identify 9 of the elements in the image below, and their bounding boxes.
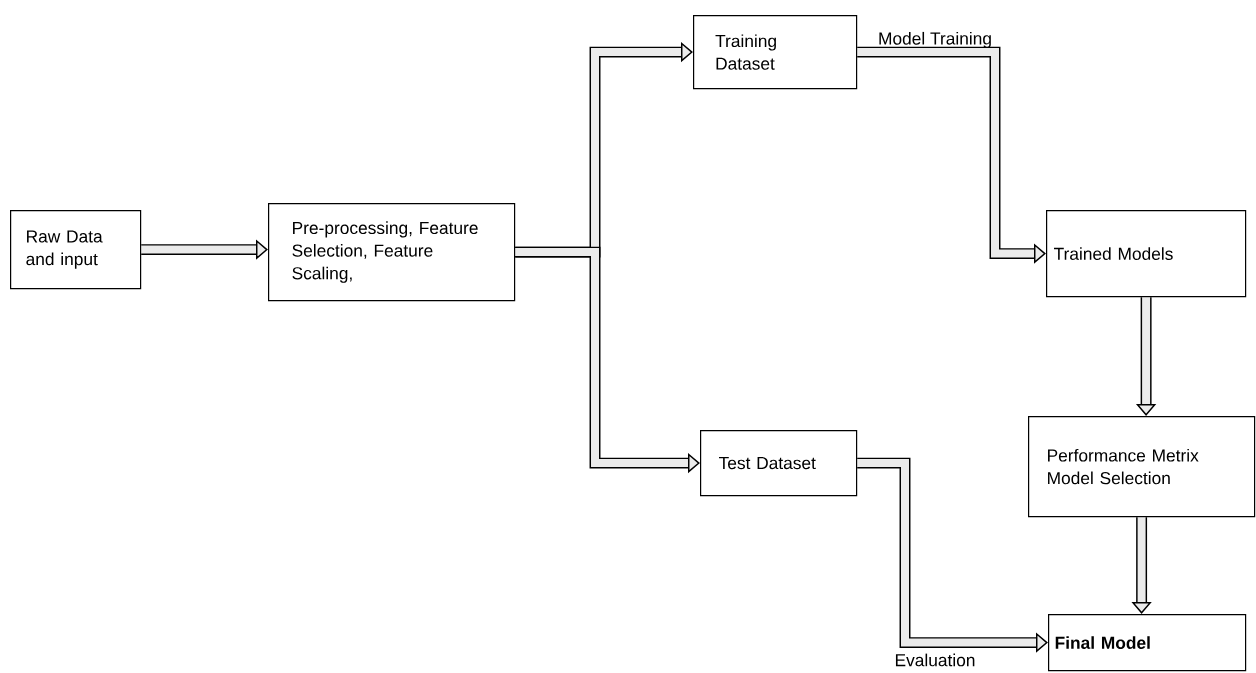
process-box: Trained Models: [1046, 210, 1247, 298]
process-box: Test Dataset: [700, 430, 858, 497]
process-box: Raw Data and input: [10, 210, 142, 290]
process-box: Training Dataset: [693, 15, 858, 90]
process-box: Pre-processing, Feature Selection, Feature Scaling,: [268, 203, 516, 302]
edge-label: Evaluation: [895, 653, 975, 667]
process-box: Performance Metrix Model Selection: [1028, 416, 1256, 518]
process-box: Final Model: [1048, 614, 1247, 672]
edge-label: Model Training: [879, 31, 991, 49]
